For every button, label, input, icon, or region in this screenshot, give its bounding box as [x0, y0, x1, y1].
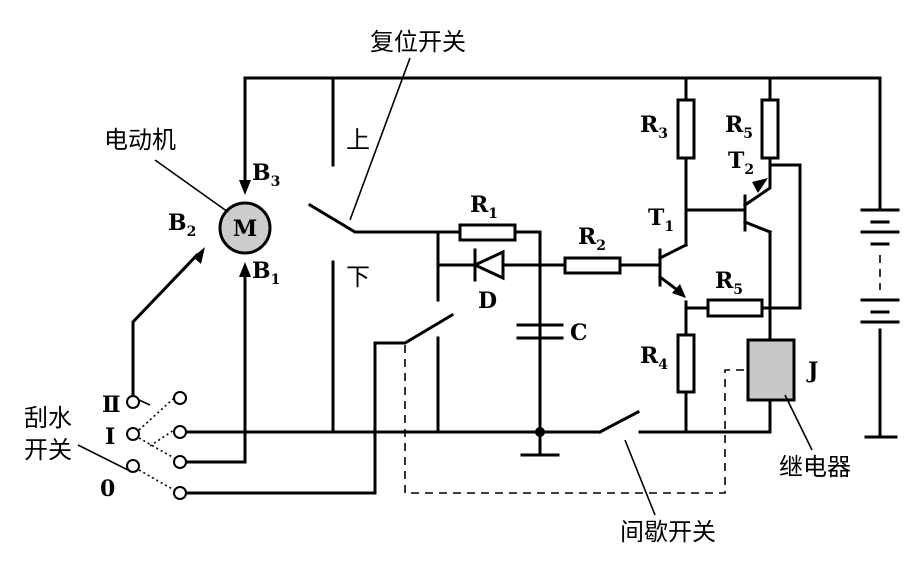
switch-pos-1: Ⅰ [105, 424, 115, 450]
r1-right-node [513, 230, 542, 434]
capacitor-label: C [570, 320, 588, 346]
b2-label: B2 [168, 210, 196, 240]
relay-leader-line [784, 394, 813, 451]
reset-switch-blade [307, 202, 440, 234]
b1-wire [178, 276, 247, 464]
r5-bottom-label: R5 [715, 268, 743, 298]
t1-transistor [657, 242, 689, 298]
diode-label: D [478, 288, 497, 314]
r3-label: R3 [640, 112, 668, 142]
intermittent-switch-blade [597, 409, 641, 435]
t2-label: T2 [728, 148, 754, 178]
intermittent-switch-label: 间歇开关 [620, 518, 716, 546]
resistors [458, 98, 780, 394]
motor: M [218, 201, 272, 255]
b2-wire [131, 252, 200, 397]
motor-symbol: M [233, 216, 257, 242]
r2-label: R2 [578, 224, 606, 254]
b3-label: B3 [252, 160, 280, 190]
wiper-switch-label-line2: 开关 [24, 436, 72, 464]
reset-leader-line [349, 57, 411, 221]
t1-label: T1 [648, 205, 674, 235]
intermittent-leader-line [624, 439, 656, 516]
relay-coil [746, 338, 796, 402]
r2-resistor [563, 256, 622, 275]
arrows [193, 180, 251, 277]
feedback-wire [760, 156, 802, 310]
r1-label: R1 [470, 192, 498, 222]
t2-transistor [742, 163, 772, 234]
wiper-switch-label-line1: 刮水 [24, 404, 72, 432]
wiper-leader-line [77, 444, 129, 471]
r5-top-resistor [760, 98, 780, 160]
r4-resistor [676, 333, 696, 394]
reset-switch-label: 复位开关 [370, 28, 466, 56]
wiper-switch [126, 391, 187, 500]
r5-bottom-resistor [706, 298, 764, 318]
switch-0-wire [178, 312, 455, 495]
motor-leader-line [154, 159, 229, 213]
relay-coil-label: J [806, 358, 818, 384]
switch-pos-2: Ⅱ [102, 392, 121, 418]
mechanical-link-dashed [404, 345, 748, 494]
r3-resistor [676, 98, 696, 160]
up-label: 上 [346, 126, 370, 154]
capacitor [516, 323, 564, 340]
r4-label: R4 [640, 343, 668, 373]
motor-label: 电动机 [104, 126, 176, 154]
down-label: 下 [346, 263, 370, 291]
r5-top-label: R5 [725, 112, 753, 142]
junction-dot [535, 427, 545, 437]
relay-label: 继电器 [779, 453, 851, 481]
r1-resistor [458, 223, 517, 242]
switch-pos-0: 0 [100, 476, 115, 502]
b1-label: B1 [252, 258, 280, 288]
battery [860, 208, 900, 324]
diode [471, 248, 505, 282]
motor-circle [218, 201, 272, 255]
wires [131, 76, 898, 495]
